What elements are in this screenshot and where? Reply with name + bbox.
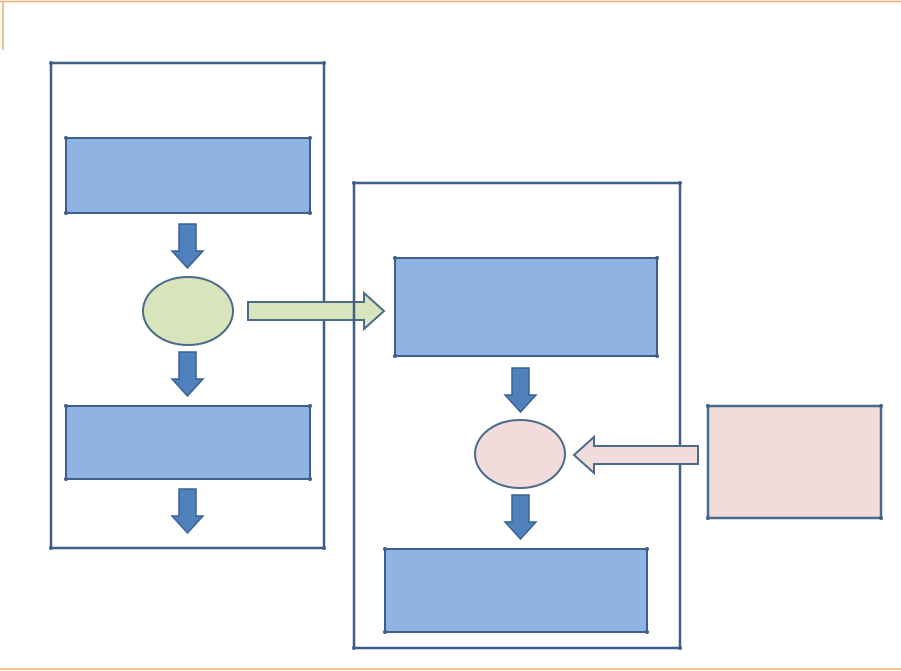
left-green-circle [142, 276, 234, 346]
corner-dot [49, 546, 53, 550]
right-top-box [394, 257, 658, 357]
corner-dot [64, 404, 68, 408]
corner-dot [879, 404, 883, 408]
corner-dot [879, 516, 883, 520]
left-down-arrow-1 [170, 223, 205, 270]
right-down-arrow-1 [503, 367, 538, 414]
corner-dot [645, 547, 649, 551]
corner-dot [308, 404, 312, 408]
corner-dot [49, 61, 53, 65]
corner-dot [655, 256, 659, 260]
corner-dot [645, 630, 649, 634]
pink-left-arrow [572, 434, 699, 476]
corner-dot [352, 181, 356, 185]
corner-dot [393, 256, 397, 260]
corner-dot [308, 136, 312, 140]
corner-dot [352, 646, 356, 650]
corner-dot [322, 546, 326, 550]
left-top-box [65, 137, 311, 214]
corner-dot [655, 354, 659, 358]
left-down-arrow-2 [170, 351, 205, 398]
corner-dot [64, 136, 68, 140]
corner-dot [678, 646, 682, 650]
corner-dot [383, 547, 387, 551]
corner-dot [308, 477, 312, 481]
left-bottom-box [65, 405, 311, 480]
corner-dot [64, 211, 68, 215]
corner-dot [393, 354, 397, 358]
right-pink-circle [474, 419, 566, 489]
left-down-arrow-3 [170, 488, 205, 535]
corner-dot [706, 404, 710, 408]
corner-dot [308, 211, 312, 215]
corner-dots [49, 61, 883, 650]
corner-dot [383, 630, 387, 634]
corner-dot [706, 516, 710, 520]
right-down-arrow-2 [503, 494, 538, 541]
corner-dot [678, 181, 682, 185]
right-bottom-box [384, 548, 648, 633]
corner-dot [64, 477, 68, 481]
green-right-arrow [247, 290, 386, 332]
corner-dot [322, 61, 326, 65]
right-panel-frame [352, 181, 682, 650]
external-pink-box [706, 404, 883, 520]
